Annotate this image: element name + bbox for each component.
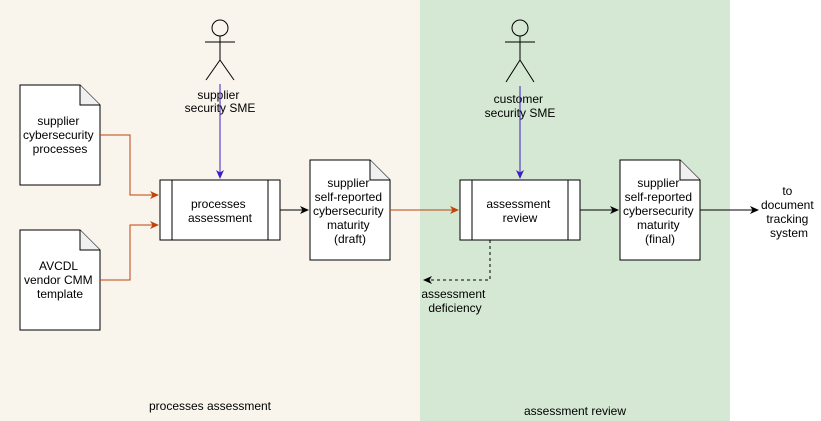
svg-text:assessment review: assessment review — [486, 197, 553, 225]
lane-label-assessment-review: assessment review — [524, 404, 626, 418]
lane-label-processes-assessment: processes assessment — [149, 399, 272, 413]
arrow-processes-doc-to-assessment — [100, 134, 159, 199]
arrow-review-to-deficiency — [423, 240, 491, 284]
process-processes-assessment: processes assessment — [159, 179, 281, 241]
document-final-maturity: supplier self-reported cybersecurity mat… — [619, 159, 701, 261]
svg-text:supplier self-reported: supplier self-reported cybersecurity mat… — [623, 176, 697, 246]
assessment-deficiency-label: assessment deficiency — [421, 287, 488, 315]
supplier-actor-icon — [205, 19, 235, 81]
svg-text:supplier cybersecurity: supplier cybersecurity processes — [23, 114, 97, 156]
svg-text:AVCDL vendor CMM t: AVCDL vendor CMM template — [24, 259, 96, 301]
svg-text:supplier self-reported: supplier self-reported cybersecurity mat… — [313, 176, 387, 246]
process-assessment-review: assessment review — [459, 179, 581, 241]
arrow-template-to-assessment — [100, 221, 159, 281]
document-tracking-label: to document tracking system — [761, 184, 817, 240]
document-supplier-processes: supplier cybersecurity processes — [19, 84, 101, 186]
document-draft-maturity: supplier self-reported cybersecurity mat… — [309, 159, 391, 261]
customer-actor-icon — [505, 19, 535, 83]
document-avcdl-template: AVCDL vendor CMM template — [19, 229, 101, 331]
svg-text:processes assessment: processes assessment — [188, 197, 253, 225]
